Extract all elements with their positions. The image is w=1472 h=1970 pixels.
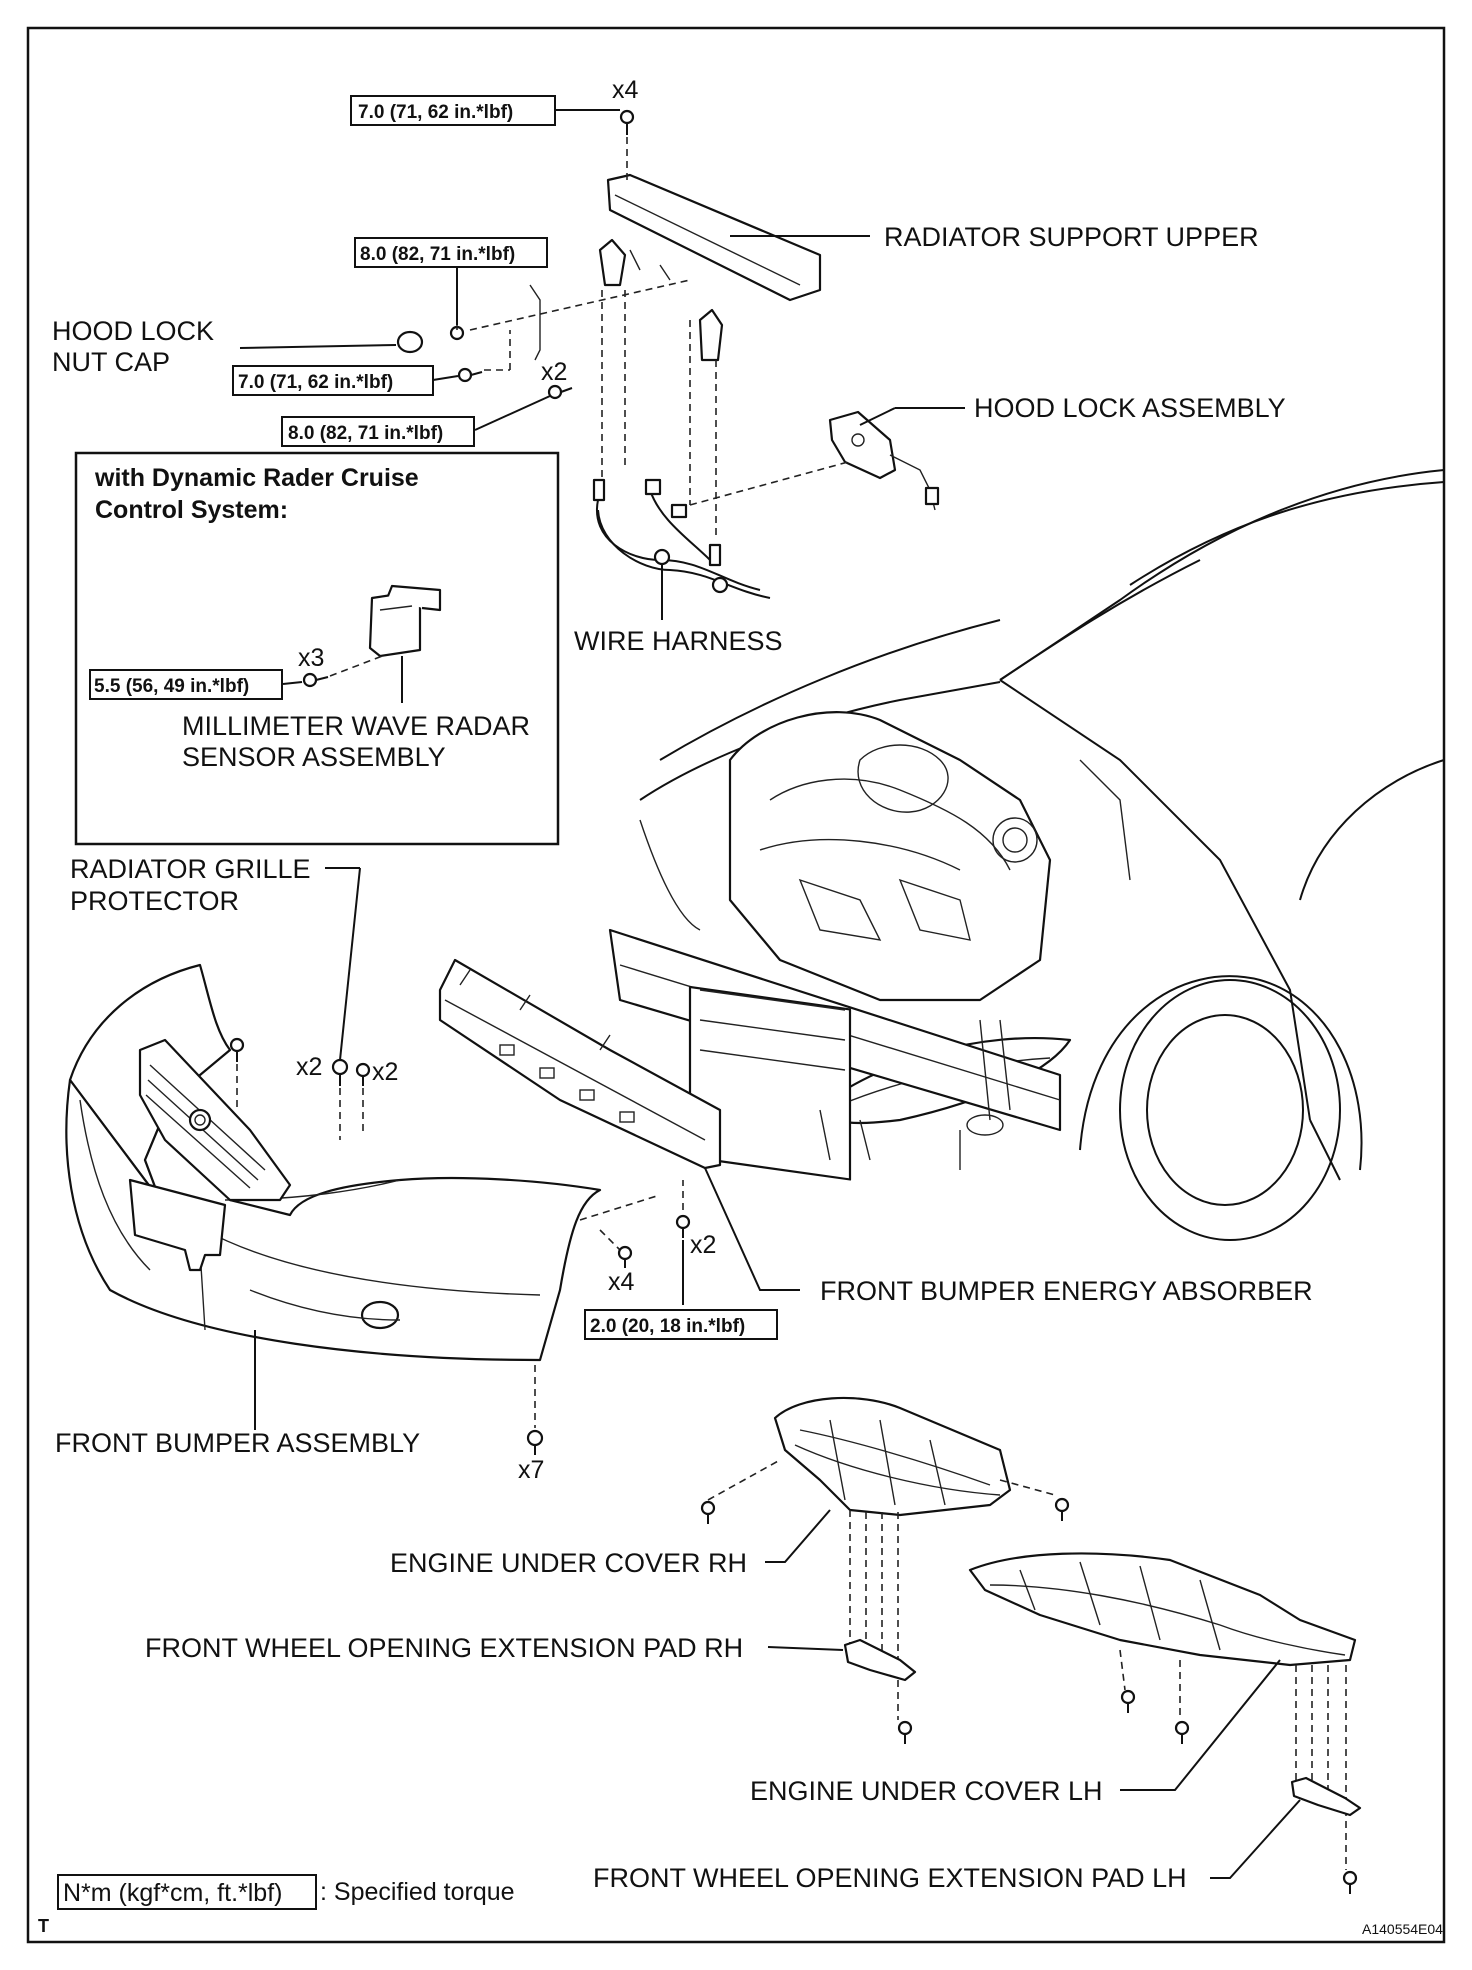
bolt-icon — [1054, 1497, 1070, 1521]
qty-grille-left: x2 — [296, 1053, 322, 1081]
bolt-icon — [1174, 1720, 1190, 1744]
engine-under-cover-lh-part — [968, 1552, 1357, 1667]
qty-inset: x3 — [298, 644, 324, 672]
corner-letter: T — [38, 1916, 49, 1936]
bolt-icon — [1342, 1870, 1358, 1894]
bolt-icon — [1120, 1689, 1136, 1713]
millimeter-wave-radar-sensor-part — [368, 584, 442, 658]
torque-box-t3 — [232, 365, 434, 396]
label-engine-under-cover-rh: ENGINE UNDER COVER RH — [390, 1548, 747, 1578]
torque-t1: 7.0 (71, 62 in.*lbf) — [358, 102, 513, 123]
legend-box — [57, 1874, 317, 1910]
front-wheel-opening-extension-pad-rh-part — [843, 1638, 917, 1682]
inset-box — [74, 451, 560, 846]
inset-title-2: Control System: — [95, 496, 288, 524]
label-wire-harness: WIRE HARNESS — [574, 626, 783, 656]
qty-grille-right: x2 — [372, 1058, 398, 1086]
label-radiator-support-upper: RADIATOR SUPPORT UPPER — [884, 222, 1259, 252]
label-pad-rh: FRONT WHEEL OPENING EXTENSION PAD RH — [145, 1633, 743, 1663]
bolt-icon — [547, 384, 573, 400]
torque-box-t5 — [584, 1309, 778, 1340]
front-bumper-assembly-part — [65, 963, 602, 1362]
bolt-icon — [617, 1245, 633, 1268]
bolt-icon — [302, 672, 329, 688]
label-radiator-grille-1: RADIATOR GRILLE — [70, 854, 311, 884]
bolt-icon — [526, 1429, 544, 1455]
label-pad-lh: FRONT WHEEL OPENING EXTENSION PAD LH — [593, 1863, 1187, 1893]
qty-top: x4 — [612, 76, 639, 104]
label-hood-lock-2: NUT CAP — [52, 347, 170, 377]
bolt-icon — [619, 109, 635, 135]
qty-hood: x2 — [541, 358, 567, 386]
qty-bumper-side: x4 — [608, 1268, 635, 1296]
hood-lock-assembly-part — [828, 410, 940, 511]
label-front-bumper-energy-absorber: FRONT BUMPER ENERGY ABSORBER — [820, 1276, 1313, 1306]
engine-under-cover-rh-part — [773, 1396, 1012, 1517]
front-bumper-energy-absorber-part — [438, 958, 722, 1170]
torque-t4: 8.0 (82, 71 in.*lbf) — [288, 423, 443, 444]
torque-t3: 7.0 (71, 62 in.*lbf) — [238, 372, 393, 393]
torque-box-inset — [89, 669, 283, 700]
label-hood-lock-assembly: HOOD LOCK ASSEMBLY — [974, 393, 1286, 423]
bolt-icon — [700, 1500, 716, 1524]
torque-t2: 8.0 (82, 71 in.*lbf) — [360, 244, 515, 265]
front-wheel-opening-extension-pad-lh-part — [1290, 1776, 1362, 1817]
torque-box-t1 — [350, 95, 556, 126]
label-radiator-grille-2: PROTECTOR — [70, 886, 239, 916]
bolt-icon — [675, 1214, 691, 1238]
legend-box-text: N*m (kgf*cm, ft.*lbf) — [63, 1879, 282, 1907]
torque-t5: 2.0 (20, 18 in.*lbf) — [590, 1316, 745, 1337]
label-hood-lock-1: HOOD LOCK — [52, 316, 214, 346]
qty-bottom: x7 — [518, 1456, 544, 1484]
diagram-frame — [26, 26, 1446, 1944]
hood-lock-nut-cap-part — [396, 284, 541, 361]
figure-code: A140554E04 — [1362, 1921, 1443, 1937]
qty-absorber: x2 — [690, 1231, 716, 1259]
torque-box-t4 — [281, 416, 475, 447]
legend-text: : Specified torque — [320, 1878, 515, 1906]
bolt-icon — [897, 1720, 913, 1744]
inset-title-1: with Dynamic Rader Cruise — [94, 464, 419, 492]
screw-icon — [355, 1062, 371, 1086]
torque-box-t2 — [354, 237, 548, 268]
torque-inset: 5.5 (56, 49 in.*lbf) — [94, 676, 249, 697]
bolt-icon — [457, 367, 483, 383]
clip-icon — [331, 1058, 349, 1086]
label-radar-sensor-2: SENSOR ASSEMBLY — [182, 742, 446, 772]
vehicle-body-drawing — [608, 469, 1445, 1241]
bolt-icon — [229, 1037, 245, 1062]
wire-harness-part — [592, 478, 771, 599]
label-engine-under-cover-lh: ENGINE UNDER COVER LH — [750, 1776, 1103, 1806]
label-radar-sensor-1: MILLIMETER WAVE RADAR — [182, 711, 530, 741]
radiator-support-upper-part — [598, 173, 822, 362]
label-front-bumper-assembly: FRONT BUMPER ASSEMBLY — [55, 1428, 420, 1458]
